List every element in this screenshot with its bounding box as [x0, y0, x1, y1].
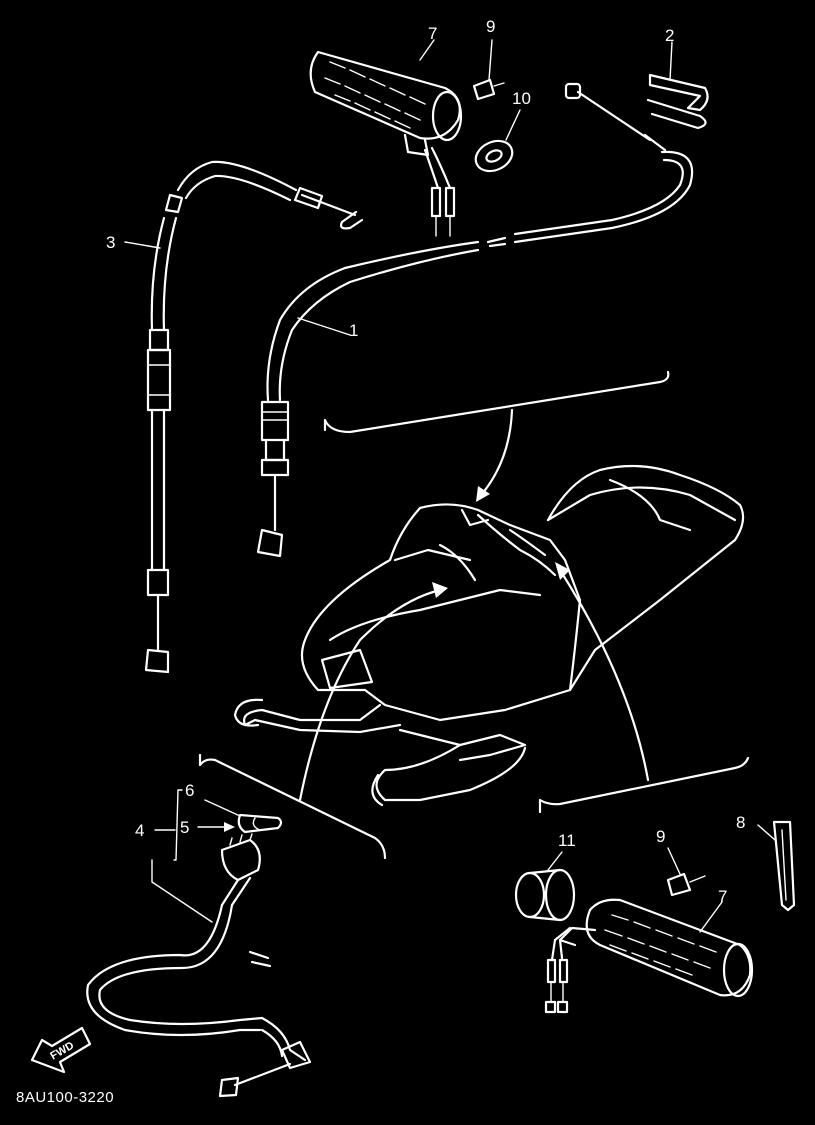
leader-9-lower	[667, 847, 681, 875]
leader-10	[505, 109, 521, 141]
leader-11	[547, 851, 563, 871]
leader-2	[669, 41, 673, 81]
callout-11: 11	[558, 831, 576, 850]
leader-4-cable	[151, 859, 213, 923]
throttle-grip-top	[309, 50, 463, 237]
cap-6	[237, 813, 283, 834]
callout-1: 1	[349, 321, 359, 340]
stop-switch-4	[86, 833, 312, 1098]
callout-4: 4	[135, 821, 145, 840]
leader-9-top	[488, 39, 493, 81]
screw-9-top	[472, 78, 505, 101]
callout-7-top: 7	[428, 24, 438, 43]
throttle-cable-1	[256, 82, 694, 558]
brake-cable-3	[144, 160, 364, 674]
grip-7-lower	[544, 898, 754, 1014]
callout-7-lower: 7	[718, 887, 728, 906]
callout-2: 2	[665, 26, 675, 45]
leader-3	[124, 241, 161, 249]
collar-11	[514, 868, 576, 922]
snowmobile-body	[233, 464, 745, 807]
screw-9-lower	[666, 872, 706, 897]
arrow-upper	[480, 408, 514, 496]
leader-7-top	[419, 39, 435, 61]
detail-box-left	[198, 753, 387, 860]
callout-9-lower: 9	[656, 827, 666, 846]
arrow-lower-left	[298, 588, 442, 802]
callout-5: 5	[180, 818, 190, 837]
leader-1	[297, 317, 351, 336]
bracket-4	[173, 789, 183, 861]
callout-10: 10	[512, 89, 531, 108]
callout-9-top: 9	[486, 17, 496, 36]
detail-box-right	[538, 756, 750, 814]
callout-6: 6	[185, 781, 195, 800]
detail-box-upper	[323, 370, 670, 434]
callout-8: 8	[736, 813, 746, 832]
drawing-code: 8AU100-3220	[16, 1089, 115, 1106]
washer-10	[474, 139, 514, 173]
leader-8	[757, 824, 776, 841]
cotter-pin-8	[772, 820, 796, 912]
leader-6	[204, 799, 241, 817]
callout-3: 3	[106, 233, 116, 252]
fwd-arrow-icon	[30, 1026, 92, 1074]
leader-7-lower	[699, 901, 723, 933]
cable-clip-2	[646, 73, 709, 130]
arrow-lower-right	[558, 568, 650, 782]
